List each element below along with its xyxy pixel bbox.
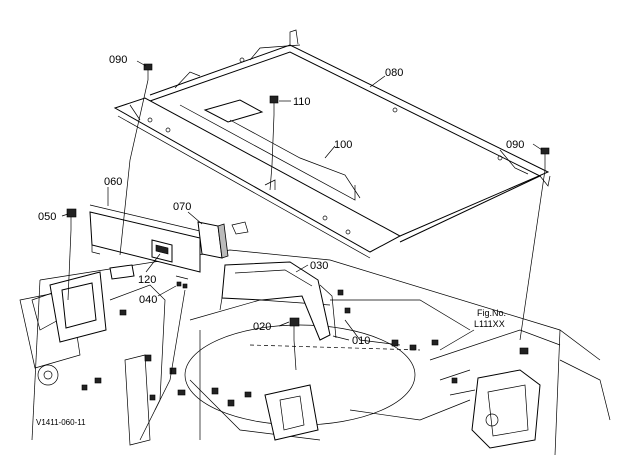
callout-110: 110 — [293, 96, 311, 108]
fasteners — [66, 63, 550, 340]
leader-lines — [61, 60, 543, 351]
callout-050: 050 — [38, 211, 56, 223]
assembly-guides — [67, 79, 546, 411]
part-080-frame — [149, 29, 551, 243]
fastener-040 — [176, 281, 188, 289]
callout-080: 080 — [385, 67, 403, 79]
callout-070: 070 — [173, 201, 191, 213]
part-060-panel — [89, 204, 201, 280]
callout-040: 040 — [139, 294, 157, 306]
callout-020: 020 — [253, 321, 271, 333]
bolt-050 — [66, 208, 77, 230]
callout-labels: 090 080 110 100 090 060 050 070 120 040 … — [36, 54, 524, 427]
callout-090-left: 090 — [109, 54, 127, 66]
callout-090-right: 090 — [506, 139, 524, 151]
bolt-110 — [269, 95, 279, 115]
callout-060: 060 — [104, 176, 122, 188]
image-code: V1411-060-11 — [36, 418, 86, 427]
bolt-090-left — [143, 63, 153, 80]
bolt-020 — [289, 317, 300, 340]
figure-number-value: L111XX — [474, 319, 505, 329]
callout-120: 120 — [138, 274, 156, 286]
part-070-block — [197, 221, 249, 259]
machine-base — [19, 249, 611, 456]
figure-number-label: Fig.No. — [477, 308, 506, 318]
callout-100: 100 — [334, 139, 352, 151]
part-030-bracket — [219, 261, 337, 341]
part-100-bar — [113, 97, 402, 259]
callout-010: 010 — [352, 335, 370, 347]
bolt-090-right — [540, 147, 550, 170]
callout-030: 030 — [310, 260, 328, 272]
